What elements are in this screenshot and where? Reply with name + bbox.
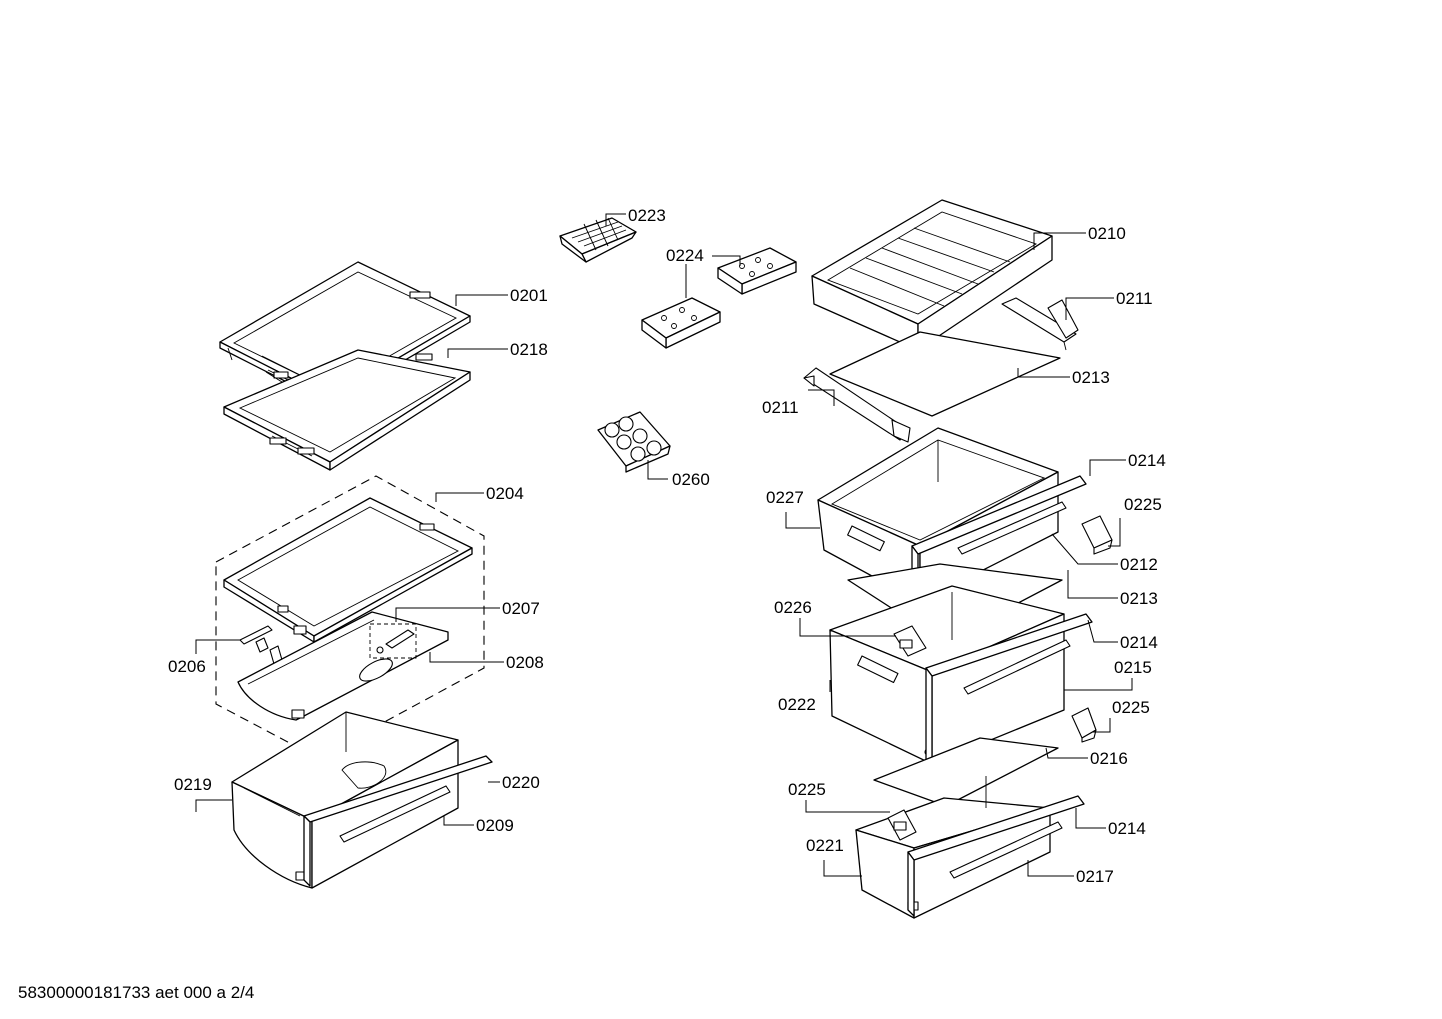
- cool-pack-0224-lower: [641, 297, 721, 349]
- drawer-0222: [829, 585, 1065, 765]
- callout-0209: 0209: [476, 816, 514, 835]
- pin-0207: [369, 623, 417, 659]
- callout-0201: 0201: [510, 286, 548, 305]
- handle-0214-middle: [925, 613, 1093, 767]
- rail-0211-left: [803, 367, 911, 443]
- shelf-frame-0218: [223, 349, 471, 471]
- callout-0204: 0204: [486, 484, 524, 503]
- callout-0225-top: 0225: [1124, 495, 1162, 514]
- clip-0225-middle: [1071, 707, 1097, 743]
- callout-0224: 0224: [666, 246, 704, 265]
- egg-tray-0260: [597, 411, 671, 473]
- clip-0225-lower: [887, 809, 917, 841]
- callout-0260: 0260: [672, 470, 710, 489]
- handle-0220: [303, 755, 493, 887]
- glass-plate-0213-upper: [829, 331, 1061, 417]
- clip-0206: [239, 625, 283, 665]
- leader-lines: [195, 213, 1133, 877]
- callout-0226: 0226: [774, 598, 812, 617]
- callout-0215: 0215: [1114, 658, 1152, 677]
- plate-0216: [873, 737, 1059, 807]
- callout-0225-middle: 0225: [1112, 698, 1150, 717]
- callout-0207: 0207: [502, 599, 540, 618]
- callout-0213-middle: 0213: [1120, 589, 1158, 608]
- callout-0221: 0221: [806, 836, 844, 855]
- callout-0213-top: 0213: [1072, 368, 1110, 387]
- rail-0211-right: [1001, 297, 1079, 351]
- tray-0223: [559, 217, 637, 263]
- handle-0214-lower: [907, 795, 1085, 917]
- assembly-outline-0204: [215, 475, 485, 759]
- callout-0219: 0219: [174, 775, 212, 794]
- cool-pack-0224-upper: [717, 247, 797, 295]
- callout-0214-lower: 0214: [1108, 819, 1146, 838]
- callout-0222: 0222: [778, 695, 816, 714]
- callout-0220: 0220: [502, 773, 540, 792]
- callout-0211-top: 0211: [1116, 289, 1153, 308]
- callout-0216: 0216: [1090, 749, 1128, 768]
- callout-0214-middle: 0214: [1120, 633, 1158, 652]
- tray-0210: [811, 199, 1053, 351]
- callout-0206: 0206: [168, 657, 206, 676]
- shelf-assembly-0204: [223, 497, 473, 643]
- document-footer: 58300000181733 aet 000 a 2/4: [18, 983, 254, 1002]
- callout-0217: 0217: [1076, 867, 1114, 886]
- callout-0223: 0223: [628, 206, 666, 225]
- callout-0208: 0208: [506, 653, 544, 672]
- callout-0227: 0227: [766, 488, 804, 507]
- callout-0218: 0218: [510, 340, 548, 359]
- callout-0212: 0212: [1120, 555, 1158, 574]
- clip-0225-upper: [1081, 515, 1113, 555]
- callout-0225-lower: 0225: [788, 780, 826, 799]
- callout-0211-left: 0211: [762, 398, 799, 417]
- callout-0210: 0210: [1088, 224, 1126, 243]
- callout-0214-top: 0214: [1128, 451, 1166, 470]
- clip-0226: [893, 625, 927, 657]
- callout-labels: 0201 0218 0204 0207 0206 0208 0219 0220 …: [18, 206, 1166, 1002]
